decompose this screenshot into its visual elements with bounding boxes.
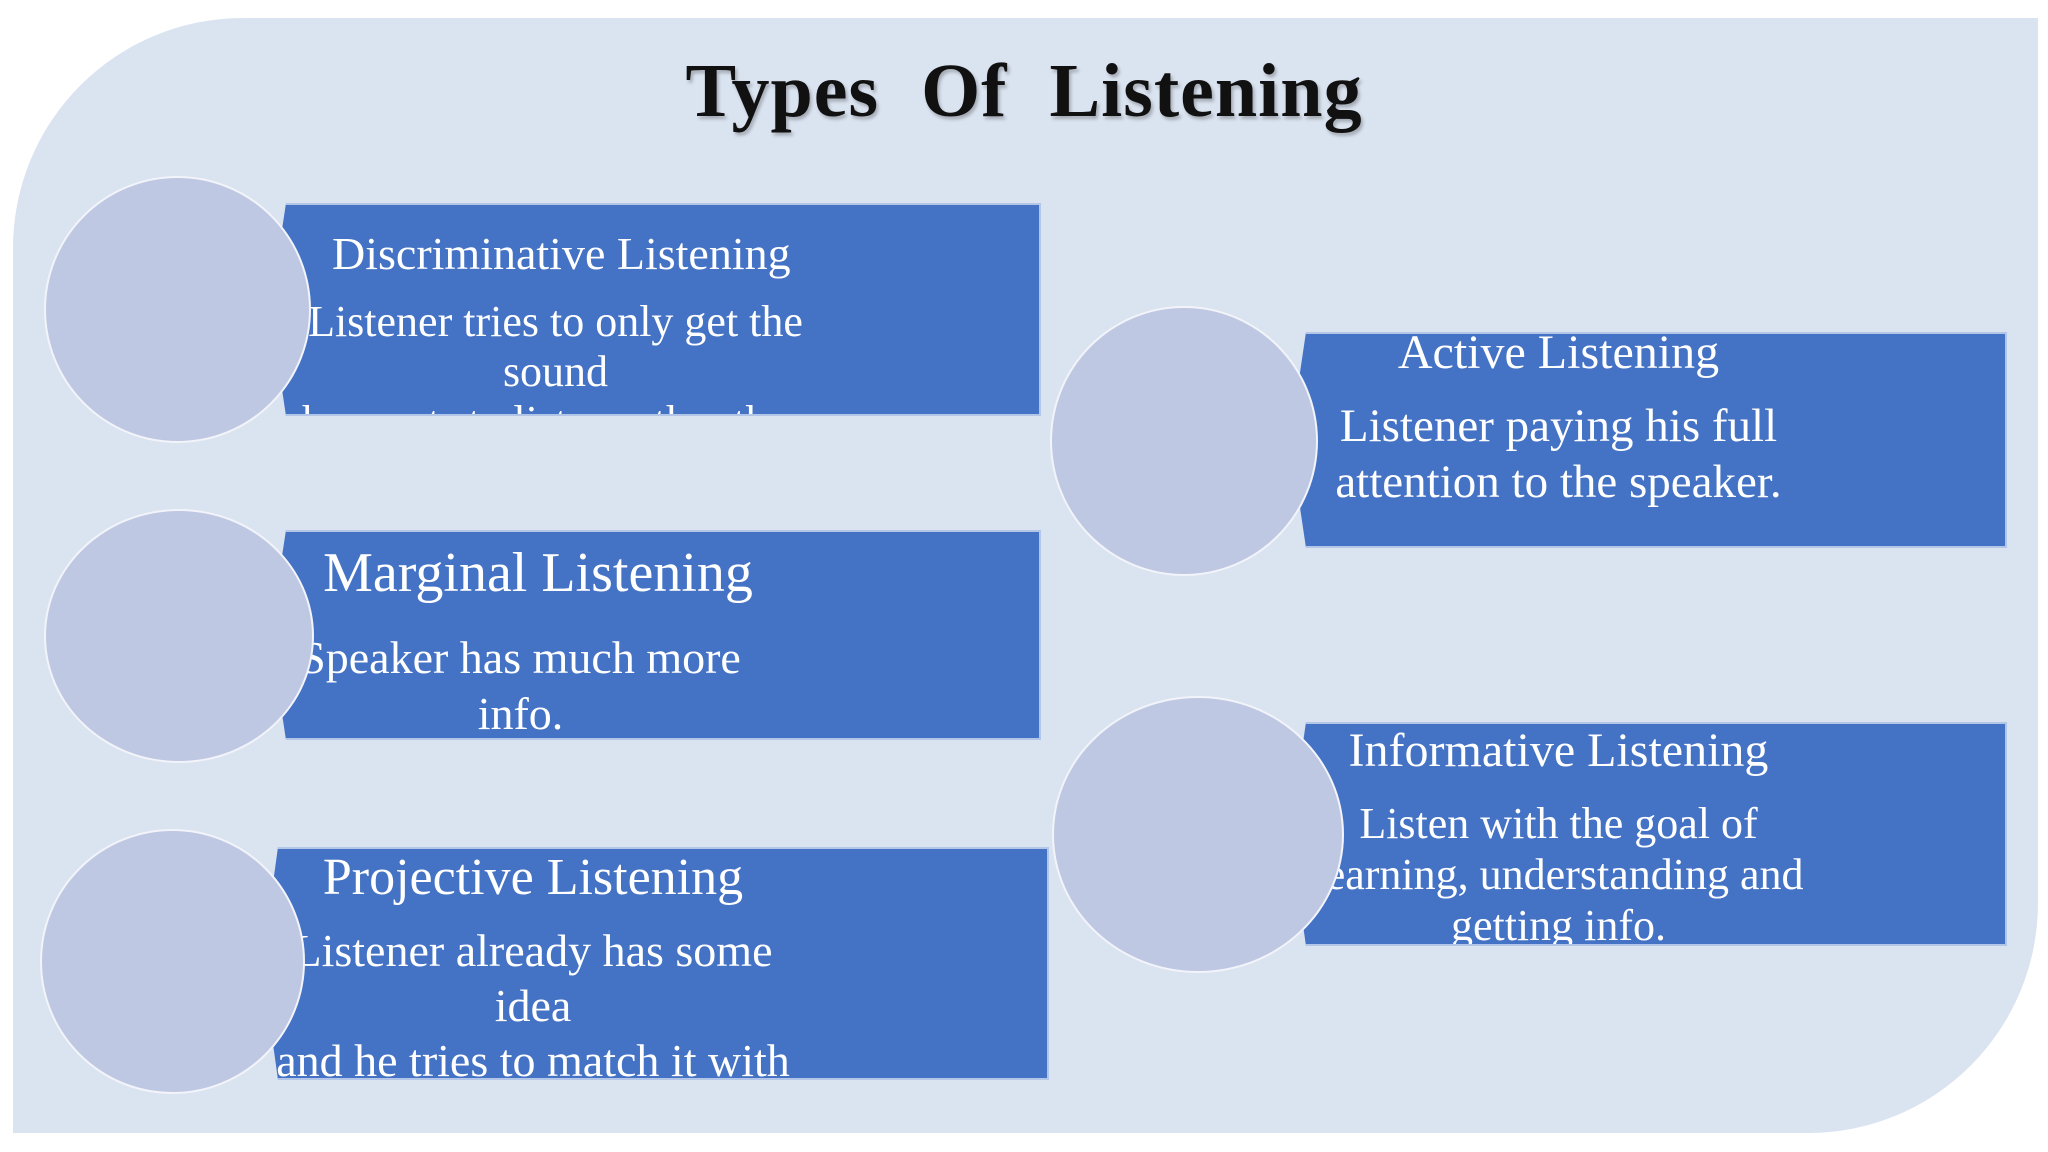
- card-body-informative: Listen with the goal of learning, unders…: [1313, 799, 1804, 946]
- circle-informative: [1052, 696, 1344, 973]
- circle-marginal: [44, 509, 314, 763]
- circle-active: [1050, 306, 1318, 576]
- circle-projective: [40, 829, 305, 1094]
- card-active-listening: Active Listening Listener paying his ful…: [1290, 332, 2007, 548]
- card-discriminative-listening: Discriminative Listening Listener tries …: [270, 203, 1041, 416]
- card-body-discriminative: Listener tries to only get the sound he …: [302, 297, 809, 414]
- circle-discriminative: [44, 176, 311, 443]
- card-title-projective: Projective Listening: [322, 849, 744, 906]
- card-title-marginal: Marginal Listening: [323, 542, 753, 604]
- card-title-informative: Informative Listening: [1348, 724, 1769, 777]
- card-title-active: Active Listening: [1397, 332, 1720, 379]
- card-body-projective: Listener already has some idea and he tr…: [276, 925, 790, 1080]
- card-informative-listening: Informative Listening Listen with the go…: [1290, 722, 2007, 946]
- card-body-active: Listener paying his full attention to th…: [1335, 400, 1782, 508]
- card-projective-listening: Projective Listening Listener already ha…: [262, 847, 1049, 1080]
- slide-title: Types Of Listening: [685, 49, 1363, 133]
- card-marginal-listening: Marginal Listening Speaker has much more…: [270, 530, 1041, 740]
- card-body-marginal: Speaker has much more info. than listene…: [300, 632, 741, 739]
- card-title-discriminative: Discriminative Listening: [332, 228, 791, 279]
